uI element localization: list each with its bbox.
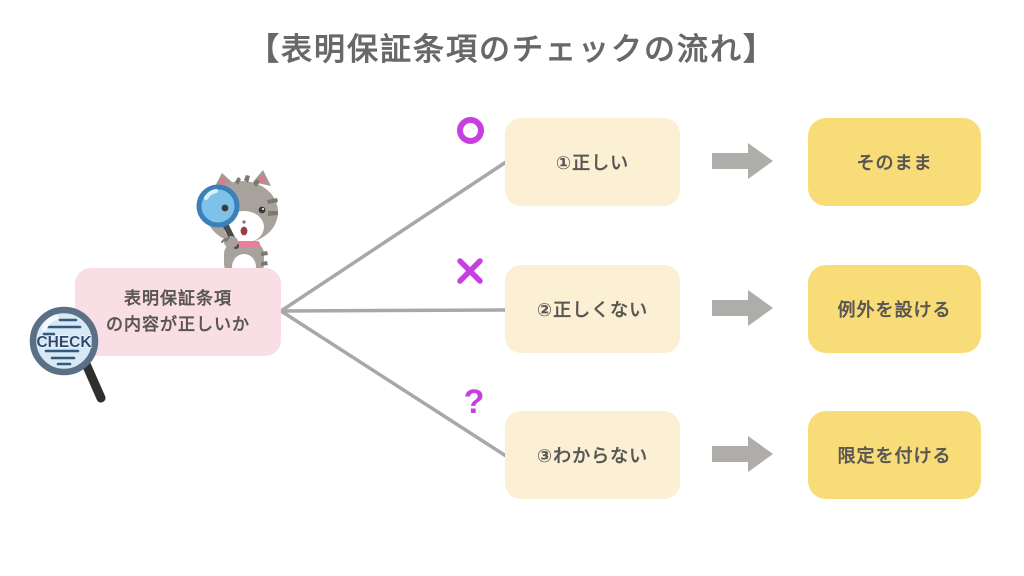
- check-magnifier-icon: CHECK: [29, 306, 106, 403]
- condition-label: ②正しくない: [536, 300, 649, 320]
- result-label: 例外を設ける: [837, 300, 952, 320]
- condition-label: ③わからない: [536, 446, 649, 466]
- result-box-limitation: 限定を付ける: [808, 411, 981, 499]
- cross-symbol-icon: [457, 258, 483, 284]
- result-label: 限定を付ける: [837, 446, 952, 466]
- source-node-label-line2: の内容が正しいか: [106, 315, 250, 334]
- connector-line-bottom: [279, 309, 508, 458]
- source-node: 表明保証条項 の内容が正しいか: [75, 268, 281, 356]
- question-symbol-icon: ?: [463, 383, 485, 421]
- connector-line-middle: [279, 308, 508, 313]
- condition-label: ①正しい: [555, 153, 630, 173]
- condition-box-incorrect: ②正しくない: [505, 265, 680, 353]
- arrow-right-icon: [712, 436, 773, 472]
- condition-box-correct: ①正しい: [505, 118, 680, 206]
- arrow-right-icon: [712, 290, 773, 326]
- arrow-right-icon: [712, 143, 773, 179]
- result-box-as-is: そのまま: [808, 118, 981, 206]
- connector-line-top: [279, 160, 508, 313]
- circle-symbol-icon: [457, 117, 484, 144]
- condition-box-unknown: ③わからない: [505, 411, 680, 499]
- cat-with-magnifier-illustration: [196, 170, 278, 276]
- check-icon-label: CHECK: [36, 334, 92, 351]
- result-label: そのまま: [856, 153, 933, 173]
- page-title: 【表明保証条項のチェックの流れ】: [248, 32, 776, 67]
- result-box-exception: 例外を設ける: [808, 265, 981, 353]
- source-node-label-line1: 表明保証条項: [124, 288, 232, 308]
